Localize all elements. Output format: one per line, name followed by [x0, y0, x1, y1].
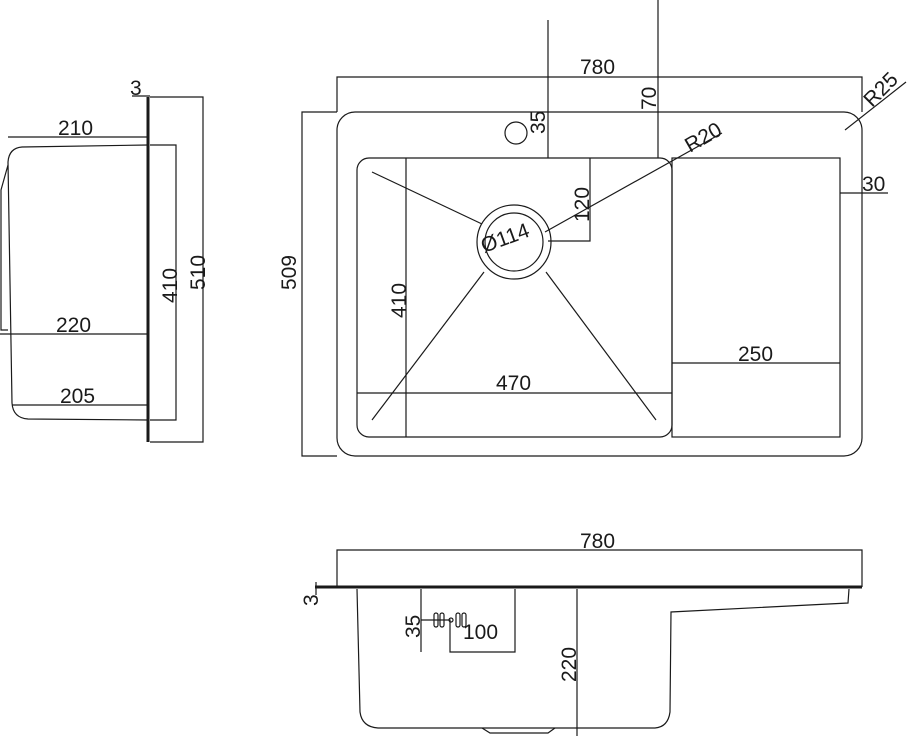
front-drain	[481, 727, 556, 734]
height-dimension-line	[150, 96, 204, 443]
front-thickness-label: 3	[300, 594, 323, 606]
bowl-slope-line	[371, 271, 485, 421]
edge-margin-label: 30	[862, 173, 885, 196]
width-dimension-line	[336, 76, 863, 112]
side-height-label: 510	[187, 255, 210, 290]
top-view: 780 509 R25 470 410 R20 Ø114 120 35 70 2…	[278, 0, 907, 457]
r20-leader	[544, 132, 723, 233]
top-depth-label: 509	[278, 255, 301, 290]
drain-offset-line	[548, 158, 591, 242]
overflow-offset-label: 100	[463, 621, 498, 644]
drain-inner-circle	[484, 212, 544, 272]
bowl-length-label: 410	[388, 283, 411, 318]
front-width-label: 780	[580, 530, 615, 553]
overflow-height-label: 35	[402, 615, 425, 638]
front-view: 780 3 220 35 100	[300, 530, 863, 736]
tap-distance-label: 70	[638, 87, 661, 110]
side-top-depth-label: 210	[58, 117, 93, 140]
side-thickness-label: 3	[130, 77, 142, 100]
tap-hole-circle	[504, 121, 528, 145]
side-view: 3 510 410 210 220 205	[0, 77, 210, 443]
side-bowl-outline	[7, 144, 149, 421]
depth-dimension-line	[301, 111, 337, 457]
bowl-slope-line	[545, 271, 657, 421]
front-bowl-outline	[356, 588, 850, 729]
side-drain	[0, 164, 9, 331]
tap-offset-label: 35	[527, 111, 550, 134]
top-width-label: 780	[580, 56, 615, 79]
bowl-depth-label: 220	[558, 647, 581, 682]
front-width-dimension-line	[336, 549, 863, 587]
side-mid-depth-label: 220	[56, 314, 91, 337]
drain-diameter-label: Ø114	[478, 219, 533, 258]
side-bottom-depth-label: 205	[60, 385, 95, 408]
overflow-slots-icon	[433, 612, 467, 628]
r25-leader	[844, 81, 907, 131]
bowl-length-dimension-line	[150, 144, 177, 421]
bowl-slope-line	[371, 171, 483, 225]
drain-offset-label: 120	[571, 187, 594, 222]
side-bowl-length-label: 410	[159, 268, 182, 303]
drainboard-width-label: 250	[738, 343, 773, 366]
bowl-width-label: 470	[496, 372, 531, 395]
sink-plate-outline	[336, 111, 863, 457]
corner-radius-label: R25	[859, 68, 903, 112]
drain-outer-circle	[476, 204, 552, 280]
bowl-radius-label: R20	[681, 118, 726, 157]
drainboard-outline	[671, 157, 841, 438]
